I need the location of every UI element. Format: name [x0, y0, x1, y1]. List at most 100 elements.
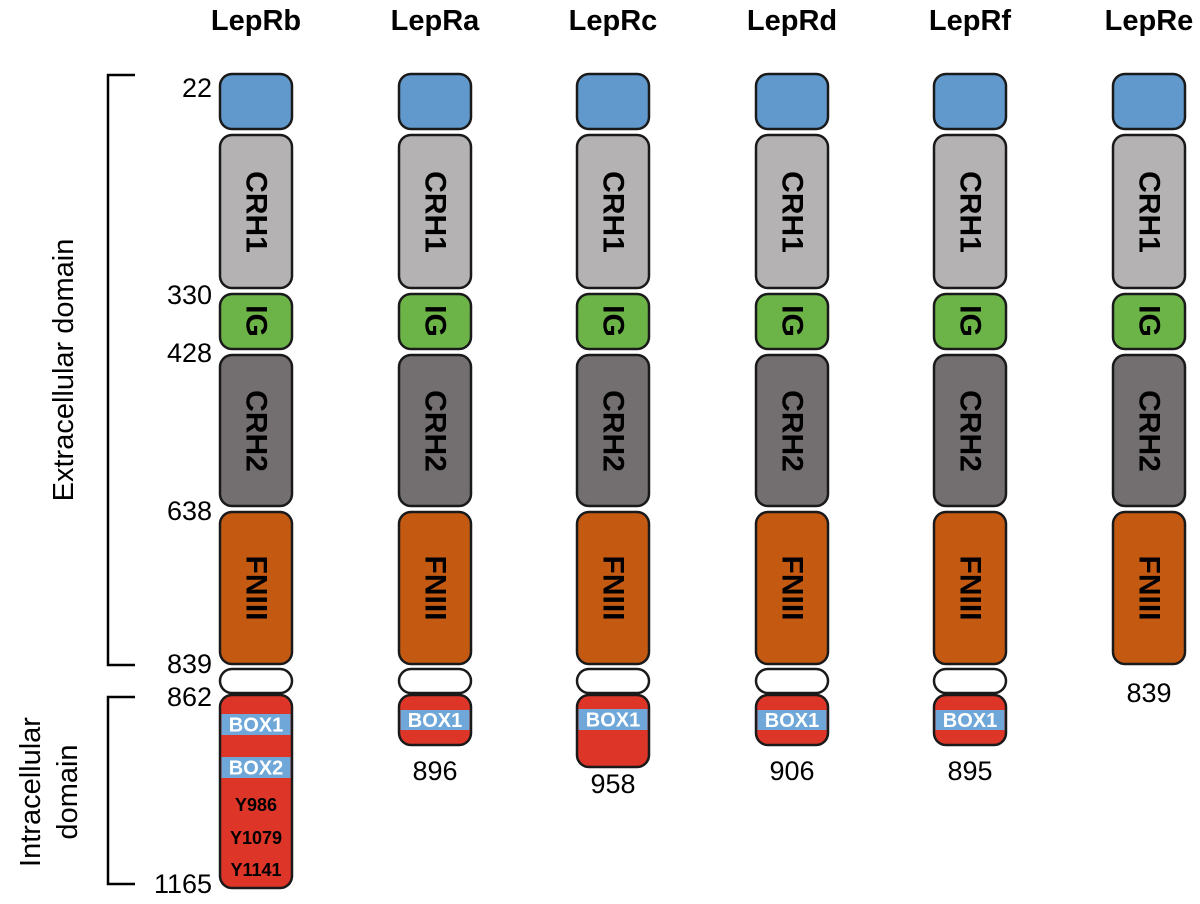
intracellular-bracket: [106, 695, 135, 886]
fniii-label: FNIII: [954, 556, 987, 621]
ig-segment: [1111, 292, 1187, 351]
box1-label: BOX1: [765, 710, 819, 732]
residue-638: 638: [167, 496, 212, 526]
isoform-title: LepRa: [391, 5, 481, 37]
crh1-segment: [932, 133, 1008, 290]
crh1-segment: [218, 133, 294, 290]
transmembrane-segment: [218, 667, 294, 695]
extracellular-bracket: [106, 73, 135, 667]
residue-862: 862: [167, 682, 212, 712]
extracellular-region: Extracellular domain: [48, 73, 135, 667]
intracellular-domain-label-line1: Intracellular: [15, 717, 47, 867]
crh2-label: CRH2: [419, 390, 452, 472]
tyrosine-y1079-label: Y1079: [230, 828, 282, 848]
crh1-label: CRH1: [1133, 171, 1166, 253]
box1-label: BOX1: [229, 715, 283, 737]
ig-label: IG: [597, 305, 630, 337]
transmembrane-segment: [575, 667, 651, 695]
fniii-label: FNIII: [1133, 556, 1166, 621]
box1-label: BOX1: [586, 710, 640, 732]
box1-label: BOX1: [943, 710, 997, 732]
tyrosine-y986-label: Y986: [235, 795, 277, 815]
crh1-label: CRH1: [954, 171, 987, 253]
isoform-title: LepRf: [929, 5, 1012, 37]
ig-segment: [754, 292, 830, 351]
isoform-title: LepRc: [569, 5, 658, 37]
crh1-segment: [1111, 133, 1187, 290]
residue-1165: 1165: [154, 869, 212, 899]
ig-segment: [397, 292, 473, 351]
crh2-label: CRH2: [776, 390, 809, 472]
intracellular-domain-label-line2: domain: [52, 744, 84, 839]
intracellular-segment: [218, 693, 294, 890]
crh1-segment: [575, 133, 651, 290]
isoform-title: LepRd: [747, 5, 837, 37]
intracellular-region: Intracellular domain: [15, 695, 135, 886]
crh1-segment: [397, 133, 473, 290]
ig-label: IG: [240, 305, 273, 337]
crh2-label: CRH2: [597, 390, 630, 472]
crh2-segment: [932, 353, 1008, 508]
residue-839: 839: [167, 649, 212, 679]
ig-segment: [575, 292, 651, 351]
box2-label: BOX2: [229, 758, 283, 780]
box1-motif: [578, 709, 648, 730]
box2-motif: [221, 757, 291, 778]
fniii-segment: [218, 510, 294, 666]
crh2-segment: [397, 353, 473, 508]
isoform-title: LepRe: [1105, 5, 1194, 37]
crh2-label: CRH2: [240, 390, 273, 472]
residue-22: 22: [182, 73, 212, 103]
crh2-label: CRH2: [954, 390, 987, 472]
crh2-segment: [754, 353, 830, 508]
fniii-label: FNIII: [419, 556, 452, 621]
signal-peptide-segment: [397, 72, 473, 131]
box1-motif: [935, 710, 1005, 730]
residue-330: 330: [167, 280, 212, 310]
transmembrane-segment: [754, 667, 830, 695]
residue-boundaries: 22 330 428 638 839 862 1165: [154, 73, 212, 899]
signal-peptide-segment: [932, 72, 1008, 131]
fniii-segment: [754, 510, 830, 666]
signal-peptide-segment: [218, 72, 294, 131]
fniii-label: FNIII: [776, 556, 809, 621]
ig-label: IG: [954, 305, 987, 337]
tyrosine-y1141-label: Y1141: [230, 860, 281, 880]
fniii-segment: [575, 510, 651, 666]
extracellular-domain-label: Extracellular domain: [48, 239, 80, 502]
box1-motif: [757, 710, 827, 730]
fniii-label: FNIII: [240, 556, 273, 621]
signal-peptide-segment: [575, 72, 651, 131]
crh1-segment: [754, 133, 830, 290]
crh2-segment: [218, 353, 294, 508]
fniii-segment: [932, 510, 1008, 666]
isoform-end-residue: 958: [590, 769, 635, 799]
residue-428: 428: [167, 338, 212, 368]
ig-segment: [218, 292, 294, 351]
crh1-label: CRH1: [419, 171, 452, 253]
box1-label: BOX1: [408, 710, 462, 732]
crh2-label: CRH2: [1133, 390, 1166, 472]
crh1-label: CRH1: [240, 171, 273, 253]
isoform-end-residue: 906: [769, 756, 814, 786]
transmembrane-segment: [932, 667, 1008, 695]
isoform-title: LepRb: [211, 5, 301, 37]
box1-motif: [221, 714, 291, 735]
ig-segment: [932, 292, 1008, 351]
signal-peptide-segment: [754, 72, 830, 131]
isoform-end-residue: 895: [947, 756, 992, 786]
signal-peptide-segment: [1111, 72, 1187, 131]
isoform-end-residue: 839: [1126, 678, 1171, 708]
ig-label: IG: [419, 305, 452, 337]
crh2-segment: [575, 353, 651, 508]
isoform-end-residue: 896: [412, 756, 457, 786]
ig-label: IG: [776, 305, 809, 337]
